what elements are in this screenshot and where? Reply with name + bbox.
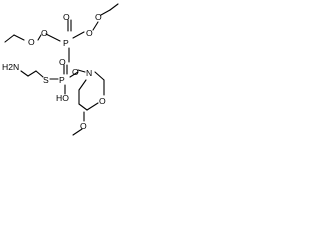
atom-label-o: O [95,12,102,22]
bond [20,70,29,77]
bond [72,128,83,136]
atom-label-h2n: H2N [2,62,19,72]
atom-label-o: O [59,57,66,67]
bond [86,102,99,111]
atom-label-o: O [86,28,93,38]
bond [94,71,105,81]
bond [27,70,37,77]
bond [78,79,87,91]
atom-label-o: O [99,96,106,106]
bond [72,31,85,39]
chemical-structure-diagram: O O P O O O H2N S P O O HO N O O [2,3,119,136]
bond [45,33,61,42]
atom-label-p: P [59,75,65,85]
bond [100,9,111,16]
bond [69,71,79,78]
bond [92,21,99,31]
atom-label-o: O [28,37,35,47]
bond [109,3,119,11]
atom-label-o: O [80,121,87,131]
atom-label-o: O [41,28,48,38]
bond [4,34,15,43]
atom-label-p: P [63,38,69,48]
bond [35,70,44,78]
bond [78,103,88,111]
atom-label-n: N [86,68,92,78]
atom-label-s: S [43,75,49,85]
atom-label-ho: HO [56,93,69,103]
atom-label-o: O [63,12,70,22]
bond [77,69,86,73]
atom-label-o: O [72,67,79,77]
bond [13,34,25,41]
bond [37,34,42,41]
